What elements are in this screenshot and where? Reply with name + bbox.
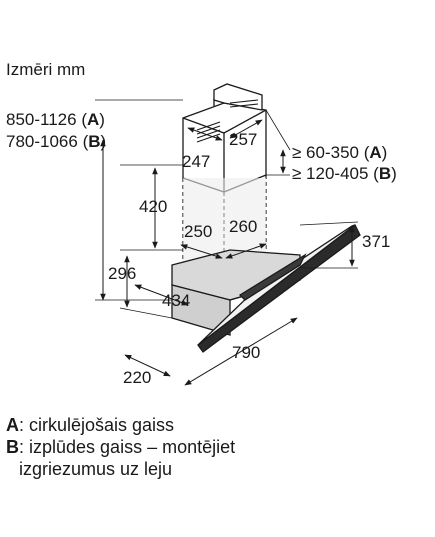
dim-glass-depth: 220 [123,368,151,387]
range-total-b: 780-1066 (B) [6,132,106,151]
legend: A: cirkulējošais gaiss B: izplūdes gaiss… [6,414,431,480]
dim-glass-width: 790 [232,343,260,362]
legend-text-a: : cirkulējošais gaiss [19,415,175,435]
dim-body-depth: 434 [162,291,190,310]
dim-chimney-depth-bottom: 260 [229,217,257,236]
dim-chimney-width-bottom: 250 [184,222,212,241]
legend-item-a: A: cirkulējošais gaiss [6,414,431,436]
legend-key-a: A [6,415,19,435]
legend-item-b: B: izplūdes gaiss – montējiet izgriezumu… [6,436,431,480]
diagram-title: Izmēri mm [6,60,85,79]
dim-chimney-height: 420 [139,197,167,216]
dim-glass-height: 371 [362,232,390,251]
range-clear-a: ≥ 60-350 (A) [292,143,387,162]
dimension-lines [100,119,355,386]
dim-body-height: 296 [108,264,136,283]
legend-key-b: B [6,437,19,457]
range-total-a: 850-1126 (A) [6,110,105,129]
dim-chimney-width-top: 247 [182,152,210,171]
hood-dimension-diagram: Izmēri mm [6,60,397,387]
range-clear-b: ≥ 120-405 (B) [292,164,397,183]
legend-text-b: : izplūdes gaiss – montējiet izgriezumus… [19,437,236,479]
dim-chimney-depth-top: 257 [229,130,257,149]
